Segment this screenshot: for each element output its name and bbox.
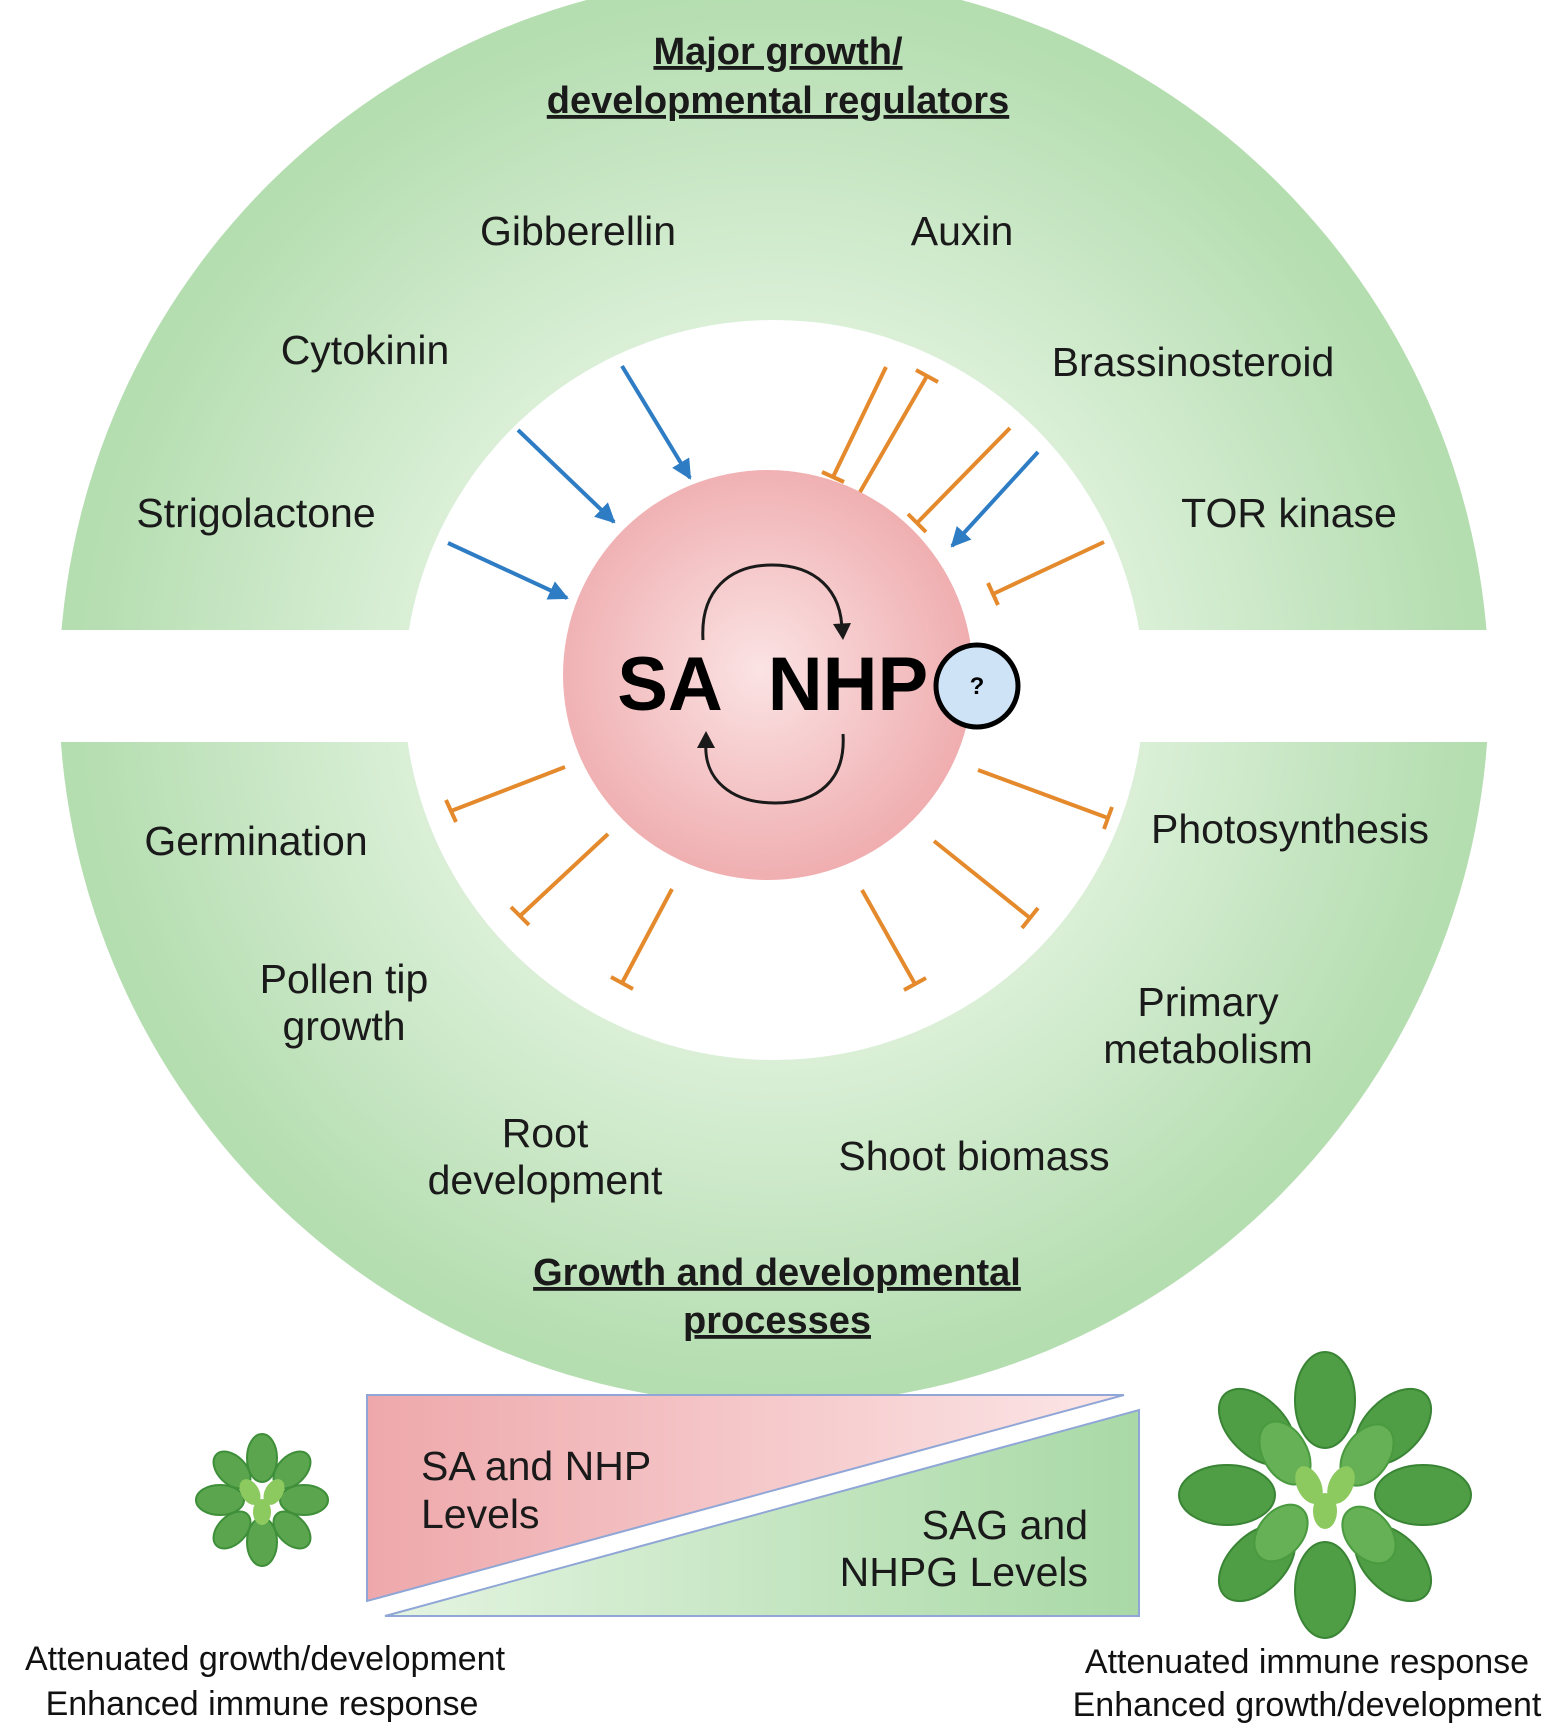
shoot-inhibit-line: [860, 889, 917, 985]
photosynthesis-inhibit-bar: [1102, 806, 1114, 830]
primary-label-line1: Primary: [1137, 979, 1279, 1025]
germination-inhibit-line: [450, 765, 566, 813]
left-caption-line1: Attenuated growth/development: [25, 1640, 506, 1678]
cytokinin-label: Cytokinin: [281, 327, 450, 373]
inhibit-arrows: [444, 366, 1114, 992]
left-caption-line2: Enhanced immune response: [46, 1685, 479, 1723]
primary-inhibit-bar: [1020, 906, 1040, 930]
cycle-arrow-bottom: [704, 733, 845, 805]
primary-label-line2: metabolism: [1103, 1026, 1313, 1072]
primary-inhibit-line: [932, 839, 1032, 920]
pollen-label-line2: growth: [282, 1003, 405, 1049]
gibberellin-promote-arrow: [620, 364, 692, 480]
top-heading-line1: Major growth/: [653, 31, 903, 73]
root-inhibit-line: [620, 888, 674, 984]
nhp-label: NHP: [768, 642, 928, 727]
top-heading-line2: developmental regulators: [547, 80, 1009, 122]
root-label-line1: Root: [502, 1110, 589, 1156]
sa-levels-line2: Levels: [421, 1491, 540, 1537]
shoot-inhibit-bar: [903, 976, 927, 992]
auxin-inhibit-line-1: [831, 366, 888, 478]
root-inhibit-bar: [610, 975, 634, 991]
cycle-arrow-top-head: [833, 623, 851, 640]
strigolactone-label: Strigolactone: [136, 490, 375, 536]
auxin-inhibit-bar-2: [915, 368, 939, 384]
auxin-inhibit-line-2: [858, 374, 929, 494]
sa-levels-line1: SA and NHP: [421, 1443, 651, 1489]
small-plant-icon: [195, 1433, 329, 1567]
sag-levels-line1: SAG and: [922, 1502, 1088, 1548]
sag-nhpg-levels-triangle: [384, 1408, 1140, 1617]
promote-arrows: [447, 364, 1040, 600]
brassino-inhibit-bar-1: [906, 512, 928, 534]
tor-promote-arrow: [950, 450, 1040, 548]
question-circle: [933, 642, 1021, 730]
cycle-arrow-top: [701, 563, 844, 641]
sa-label: SA: [617, 642, 723, 727]
right-caption-line1: Attenuated immune response: [1085, 1643, 1529, 1681]
cycle-arrow-bottom-head: [697, 731, 715, 748]
root-label-line2: development: [428, 1157, 663, 1203]
brassino-inhibit-line-1: [915, 426, 1012, 525]
brassino-inhibit-bar-2: [986, 582, 1000, 606]
photosynthesis-inhibit-line: [977, 768, 1109, 820]
gibberellin-label: Gibberellin: [480, 208, 676, 254]
germination-inhibit-bar: [444, 799, 458, 823]
auxin-label: Auxin: [911, 208, 1014, 254]
sa-nhp-core: [563, 470, 973, 880]
pollen-label-line1: Pollen tip: [260, 956, 429, 1002]
strigolactone-promote-arrow: [447, 541, 569, 600]
bottom-heading-line1: Growth and developmental: [533, 1252, 1021, 1294]
brassinosteroid-label: Brassinosteroid: [1052, 339, 1335, 385]
bottom-heading-line2: processes: [683, 1300, 871, 1342]
large-plant-icon: [1178, 1351, 1472, 1639]
tor-kinase-label: TOR kinase: [1181, 490, 1397, 536]
sag-levels-line2: NHPG Levels: [840, 1549, 1088, 1595]
auxin-inhibit-bar-1: [821, 470, 845, 484]
sa-nhp-levels-triangle: [366, 1394, 1125, 1603]
right-caption-line2: Enhanced growth/development: [1073, 1686, 1542, 1724]
photosynthesis-label: Photosynthesis: [1151, 806, 1429, 852]
pollen-inhibit-bar: [509, 905, 531, 927]
shoot-biomass-label: Shoot biomass: [838, 1133, 1109, 1179]
pollen-inhibit-line: [518, 832, 610, 918]
cytokinin-promote-arrow: [516, 428, 616, 524]
question-mark: ?: [970, 673, 985, 700]
brassino-inhibit-line-2: [992, 540, 1105, 596]
germination-label: Germination: [144, 818, 367, 864]
